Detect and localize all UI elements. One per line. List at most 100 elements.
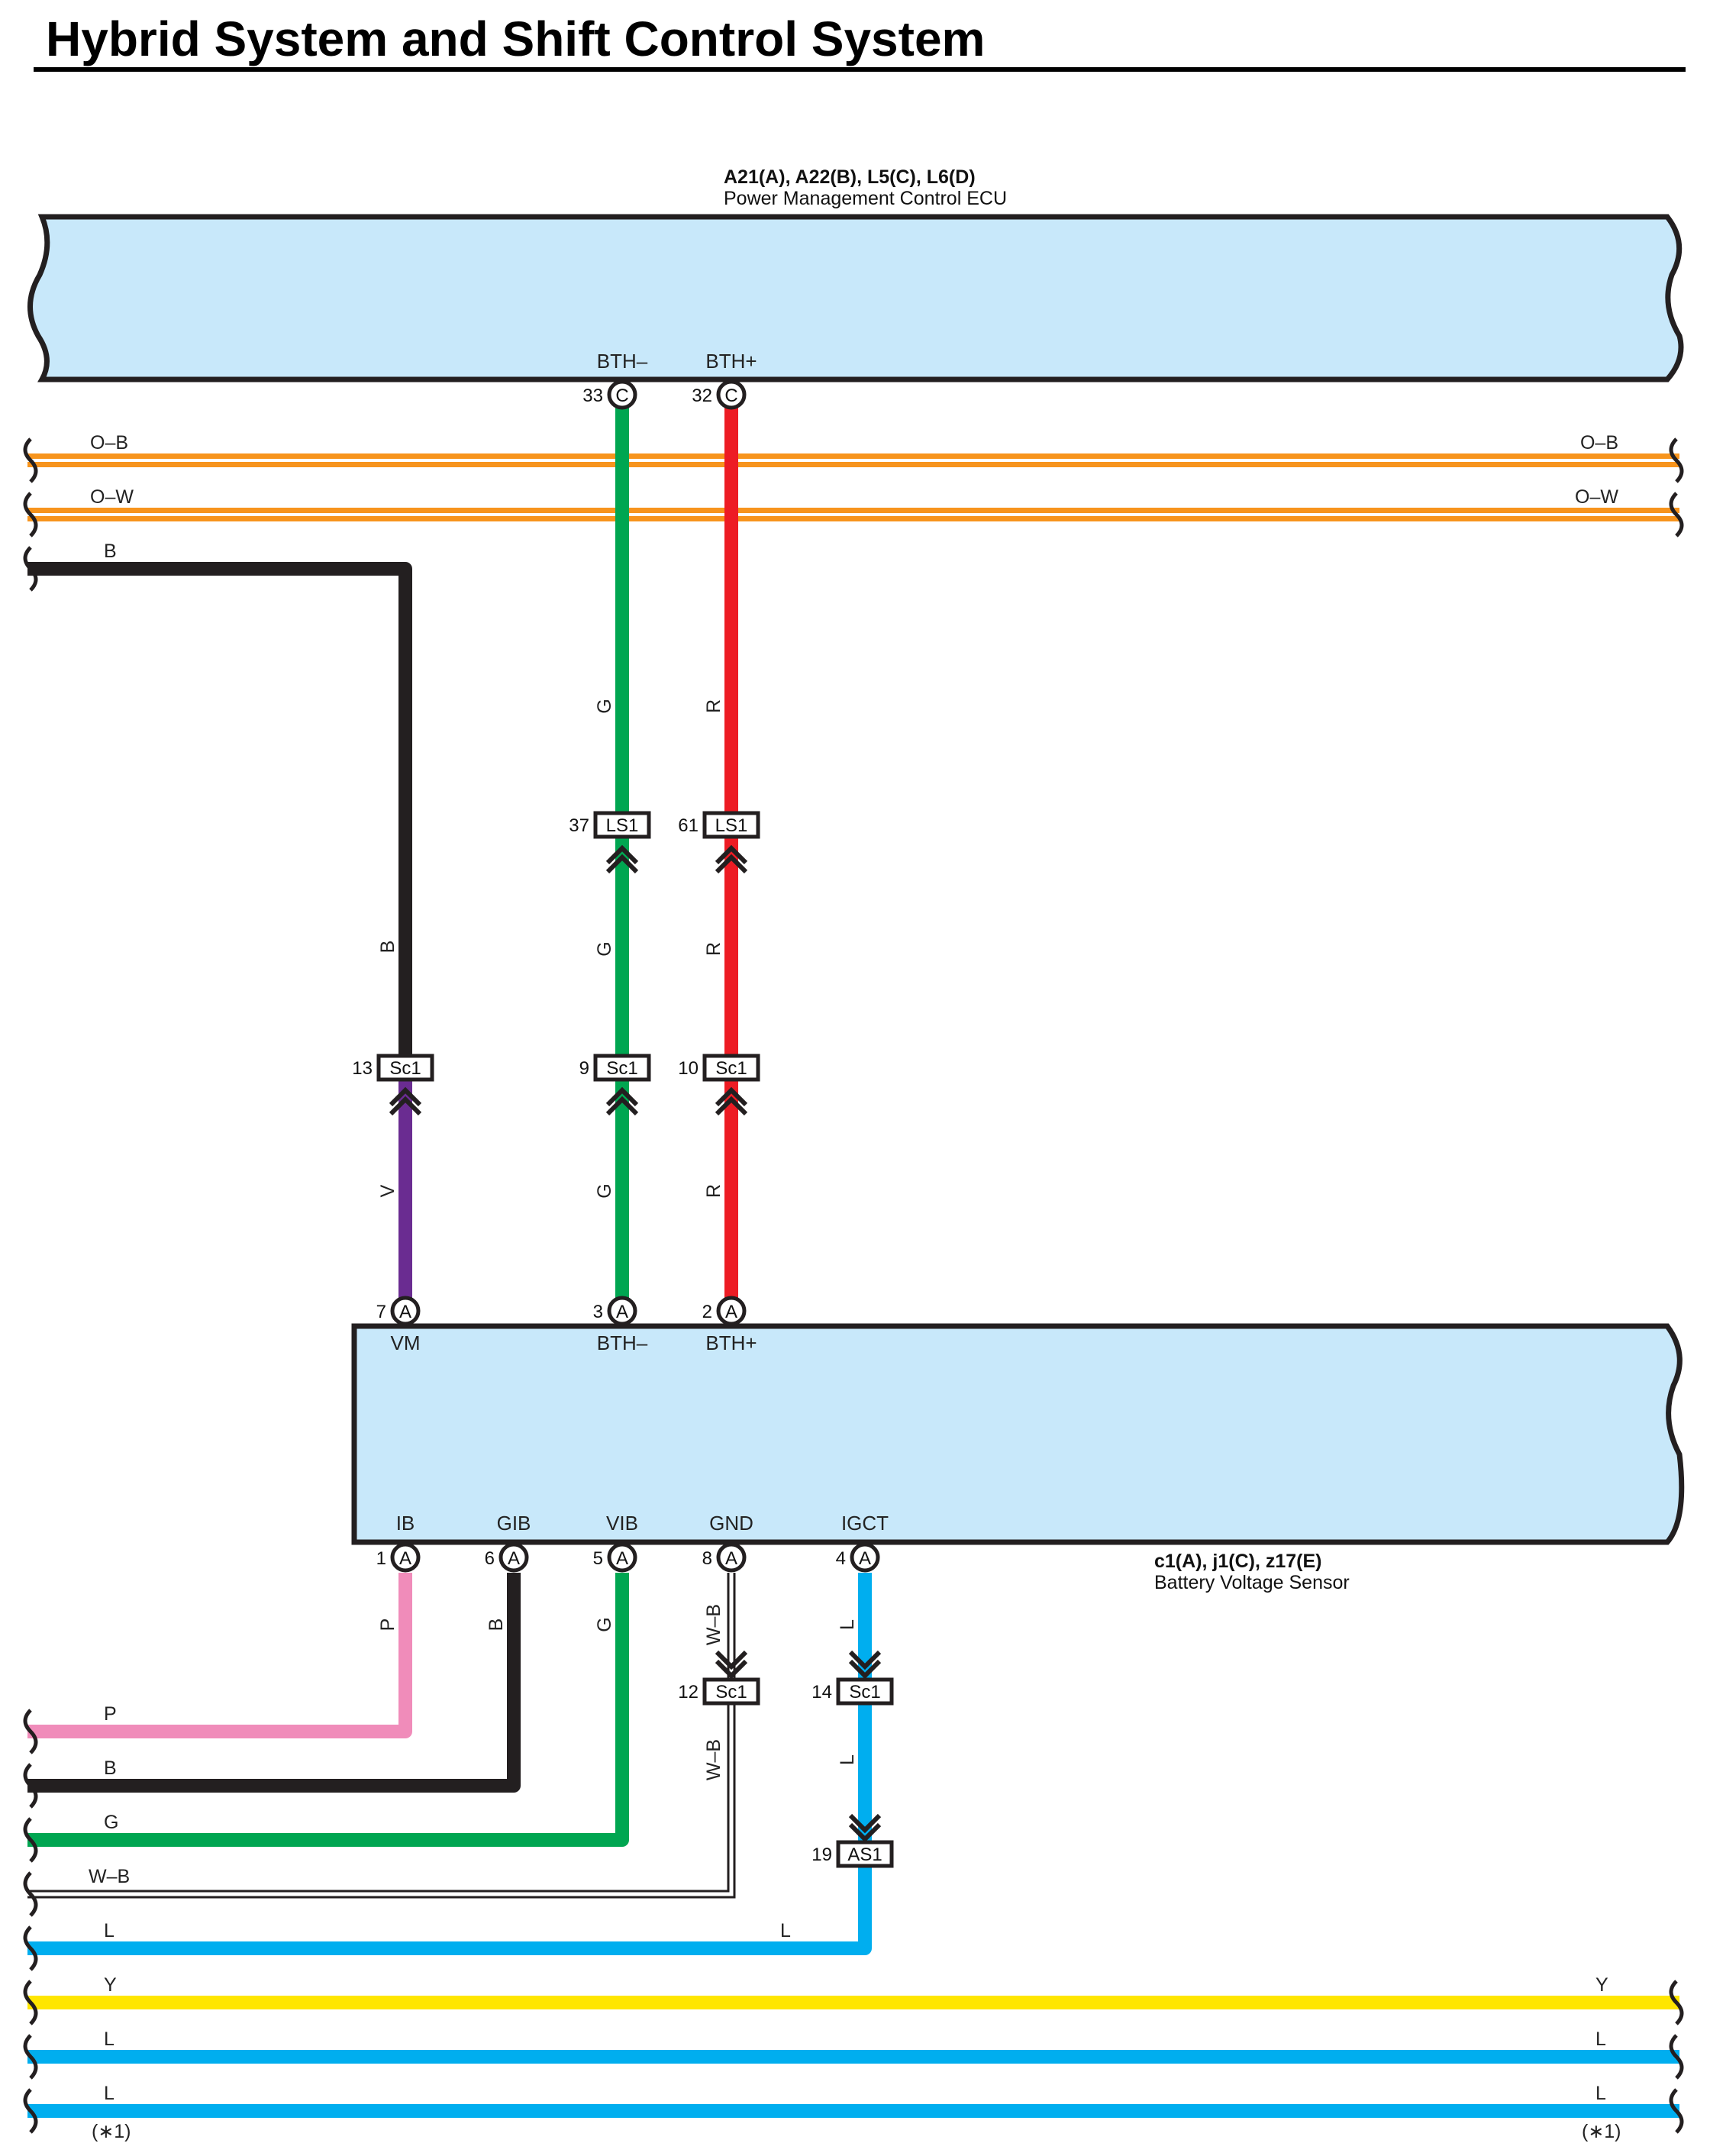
sensor-pin-6: A 6	[485, 1542, 529, 1573]
b-gib-wire	[27, 1573, 521, 1793]
svg-text:3: 3	[593, 1302, 603, 1322]
break-left-p	[23, 1709, 38, 1754]
power-management-ecu: A21(A), A22(B), L5(C), L6(D) Power Manag…	[27, 166, 1684, 382]
svg-text:Sc1: Sc1	[715, 1682, 747, 1703]
ecu-terminal-bth-plus: BTH+	[705, 350, 757, 373]
wire-label-l3-right: L	[1595, 2083, 1606, 2104]
sensor-pin-3: A 3	[593, 1296, 637, 1326]
wire-label-l3-left: L	[104, 2083, 115, 2104]
wire-label-ob-right: O–B	[1580, 432, 1618, 453]
break-right-l2	[1669, 2034, 1684, 2080]
page-title: Hybrid System and Shift Control System	[46, 11, 986, 66]
svg-text:A: A	[725, 1302, 737, 1322]
ecu-name: Power Management Control ECU	[724, 188, 1007, 209]
chevron-down-14	[848, 1650, 882, 1680]
g-vib-wire	[27, 1573, 629, 1847]
chevron-down-19	[848, 1813, 882, 1843]
break-left-b	[23, 546, 38, 592]
wire-label-r-mid: R	[703, 942, 724, 956]
chevron-up-13	[389, 1086, 422, 1116]
wire-label-r-lower: R	[703, 1184, 724, 1198]
wire-label-ow-left: O–W	[90, 486, 134, 508]
sensor-body	[351, 1323, 1685, 1545]
pin-9: 9	[579, 1058, 589, 1079]
wire-label-ow-right: O–W	[1575, 486, 1618, 508]
chevron-down-12	[715, 1650, 748, 1680]
ecu-terminal-bth-minus: BTH–	[597, 350, 648, 373]
sensor-terminal-gib: GIB	[497, 1512, 531, 1535]
wire-label-g-h: G	[104, 1812, 118, 1833]
connector-sc1-12: Sc1 12	[678, 1677, 760, 1706]
wire-label-b-h: B	[104, 1757, 117, 1779]
break-right-ow	[1669, 492, 1684, 537]
break-left-ow	[23, 492, 38, 537]
sensor-terminal-ib: IB	[396, 1512, 415, 1535]
break-left-l2	[23, 2034, 38, 2080]
connector-ls1-61: LS1 61	[678, 811, 760, 839]
svg-text:A: A	[859, 1548, 871, 1569]
wire-label-ob-left: O–B	[90, 432, 128, 453]
svg-text:33: 33	[582, 386, 603, 406]
sensor-pin-4: A 4	[836, 1542, 880, 1573]
svg-text:A: A	[725, 1548, 737, 1569]
svg-text:4: 4	[836, 1548, 846, 1569]
pin-14: 14	[811, 1682, 832, 1703]
wire-label-wb-lower: W–B	[703, 1739, 724, 1780]
svg-text:LS1: LS1	[715, 815, 748, 836]
ecu-pin-33: C 33	[582, 379, 637, 410]
chevron-up-10	[715, 1086, 748, 1116]
svg-text:Sc1: Sc1	[715, 1058, 747, 1079]
svg-text:32: 32	[692, 386, 712, 406]
ecu-pin-32: C 32	[692, 379, 747, 410]
break-left-ob	[23, 437, 38, 483]
wire-label-l-h-mid: L	[780, 1920, 791, 1941]
pin-37: 37	[569, 815, 589, 836]
svg-text:A: A	[399, 1548, 411, 1569]
connector-as1-19: AS1 19	[811, 1840, 894, 1868]
chevron-up-37	[605, 844, 639, 874]
sensor-pin-8: A 8	[702, 1542, 747, 1573]
sensor-name: Battery Voltage Sensor	[1154, 1572, 1350, 1593]
pin-12: 12	[678, 1682, 699, 1703]
p-wire	[27, 1573, 412, 1738]
svg-text:6: 6	[485, 1548, 495, 1569]
wire-label-g-upper: G	[594, 699, 615, 713]
ecu-ids: A21(A), A22(B), L5(C), L6(D)	[724, 166, 976, 188]
svg-text:A: A	[616, 1548, 628, 1569]
wb-wire	[27, 1573, 736, 1899]
sensor-terminal-igct: IGCT	[841, 1512, 889, 1535]
sensor-terminal-bth-minus: BTH–	[597, 1331, 648, 1354]
svg-text:1: 1	[376, 1548, 386, 1569]
sensor-ids: c1(A), j1(C), z17(E)	[1154, 1551, 1321, 1572]
break-left-l	[23, 1925, 38, 1971]
svg-text:A: A	[508, 1548, 520, 1569]
chevron-up-61	[715, 844, 748, 874]
wire-label-b-gib-vert: B	[486, 1619, 507, 1632]
wire-label-wb-h: W–B	[89, 1866, 130, 1887]
sensor-pin-7: A 7	[376, 1296, 421, 1326]
b-wire-top	[27, 562, 412, 1056]
sensor-terminal-gnd: GND	[709, 1512, 753, 1535]
wire-label-v: V	[377, 1184, 398, 1197]
svg-text:C: C	[615, 386, 628, 406]
break-left-g	[23, 1817, 38, 1863]
svg-text:Sc1: Sc1	[389, 1058, 421, 1079]
l-wire-lower	[27, 1867, 872, 1955]
wire-label-l2-right: L	[1595, 2029, 1606, 2050]
note-left: (∗1)	[92, 2121, 131, 2142]
svg-text:8: 8	[702, 1548, 712, 1569]
wire-label-l-upper: L	[837, 1619, 858, 1630]
sensor-terminal-vib: VIB	[606, 1512, 638, 1535]
wire-label-p-vert: P	[377, 1619, 398, 1632]
pin-61: 61	[678, 815, 699, 836]
wire-label-b-top: B	[104, 541, 117, 562]
pin-10: 10	[678, 1058, 699, 1079]
svg-text:A: A	[616, 1302, 628, 1322]
break-right-y	[1669, 1980, 1684, 2025]
sensor-pin-2: A 2	[702, 1296, 747, 1326]
wire-label-y-right: Y	[1595, 1974, 1608, 1996]
wire-label-l-h: L	[104, 1920, 115, 1941]
wire-label-p-h: P	[104, 1703, 117, 1725]
svg-text:Sc1: Sc1	[849, 1682, 880, 1703]
sensor-pin-1: A 1	[376, 1542, 421, 1573]
